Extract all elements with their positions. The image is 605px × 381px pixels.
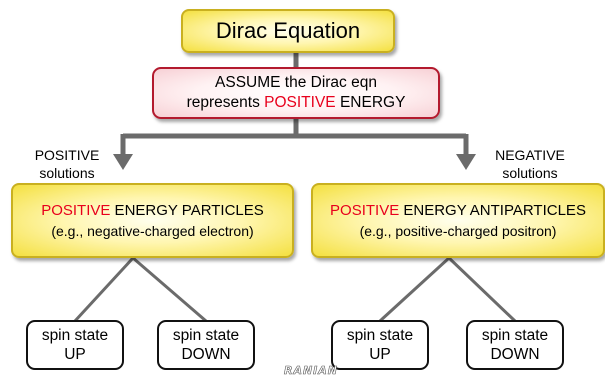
antiparticles-example: (e.g., positive-charged positron) — [359, 222, 557, 239]
antiparticles-box: POSITIVE ENERGY ANTIPARTICLES (e.g., pos… — [311, 183, 605, 258]
spin-state-box: spin state DOWN — [157, 320, 255, 370]
spin-state-box: spin state UP — [331, 320, 429, 370]
assume-line-2-prefix: represents — [186, 94, 265, 111]
spin-direction: DOWN — [181, 346, 231, 363]
connector-left-to-spin-down — [132, 256, 207, 323]
spin-state-box: spin state DOWN — [466, 320, 564, 370]
positive-label-line-2: solutions — [39, 165, 95, 181]
spin-direction: UP — [369, 346, 391, 363]
antiparticles-positive-highlight: POSITIVE — [330, 201, 400, 219]
spin-state-label: spin state — [481, 327, 549, 344]
assume-line-2-suffix: ENERGY — [335, 94, 406, 111]
spin-state-label: spin state — [172, 327, 240, 344]
arrow-left-head — [113, 154, 133, 170]
particles-heading-rest: ENERGY PARTICLES — [110, 201, 264, 219]
title-box: Dirac Equation — [181, 9, 395, 53]
particles-heading: POSITIVE ENERGY PARTICLES — [41, 201, 264, 221]
antiparticles-heading: POSITIVE ENERGY ANTIPARTICLES — [330, 201, 586, 221]
negative-label-line-2: solutions — [502, 165, 558, 181]
logo: RANIAN — [283, 364, 338, 378]
particles-example: (e.g., negative-charged electron) — [51, 222, 254, 239]
spin-state-label: spin state — [41, 327, 109, 344]
negative-label-line-1: NEGATIVE — [495, 147, 565, 163]
connector-left-to-spin-up — [73, 256, 135, 323]
spin-state-box: spin state UP — [26, 320, 124, 370]
spin-direction: UP — [64, 346, 86, 363]
assume-box: ASSUME the Dirac eqn represents POSITIVE… — [152, 67, 440, 119]
particles-positive-highlight: POSITIVE — [41, 201, 111, 219]
connector-right-to-spin-down — [447, 256, 517, 323]
spin-direction: DOWN — [490, 346, 540, 363]
positive-solutions-label: POSITIVE solutions — [22, 146, 112, 182]
assume-line-2: represents POSITIVE ENERGY — [187, 93, 406, 113]
connector-right-to-spin-up — [378, 256, 451, 323]
arrow-right-head — [456, 154, 476, 170]
spin-state-label: spin state — [346, 327, 414, 344]
assume-positive-highlight: POSITIVE — [264, 94, 336, 111]
antiparticles-heading-rest: ENERGY ANTIPARTICLES — [399, 201, 586, 219]
positive-label-line-1: POSITIVE — [34, 147, 100, 163]
assume-line-1: ASSUME the Dirac eqn — [215, 74, 377, 91]
negative-solutions-label: NEGATIVE solutions — [480, 146, 580, 182]
particles-box: POSITIVE ENERGY PARTICLES (e.g., negativ… — [11, 183, 294, 258]
title-text: Dirac Equation — [215, 18, 361, 43]
